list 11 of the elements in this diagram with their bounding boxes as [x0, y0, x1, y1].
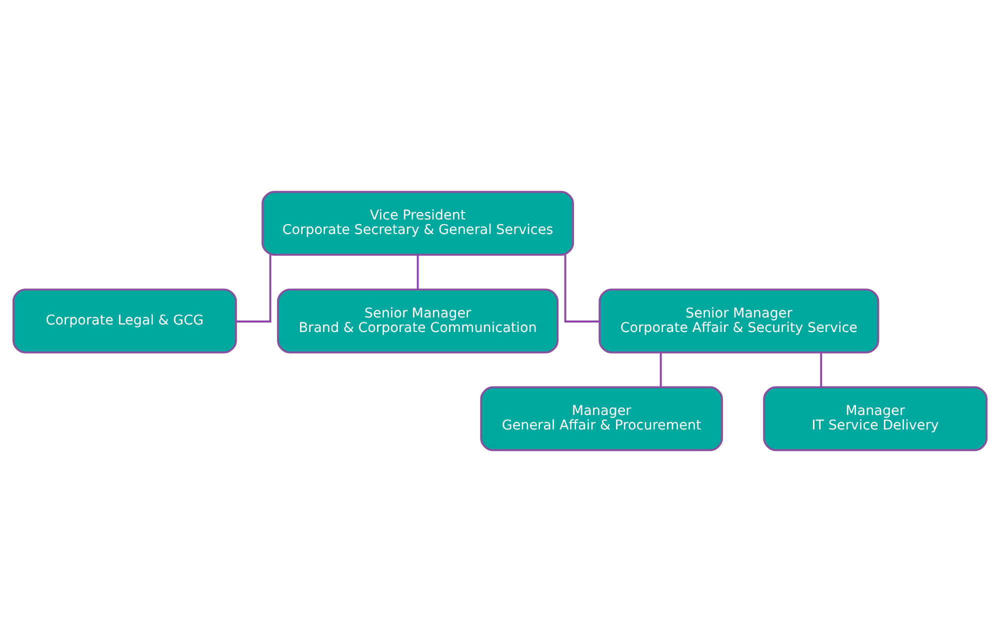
- node-box: Vice President Corporate Secretary & General Services: [262, 190, 574, 256]
- node-box: Senior Manager Brand & Corporate Communication: [277, 288, 559, 353]
- connector: [660, 352, 662, 386]
- connector: [236, 254, 272, 322]
- connector: [416, 254, 419, 289]
- connector: [564, 254, 600, 322]
- node-box: Senior Manager Corporate Affair & Security Service: [598, 288, 880, 353]
- node-box: Corporate Legal & GCG: [12, 288, 237, 353]
- node-box: Manager IT Service Delivery: [763, 386, 988, 451]
- connector: [820, 352, 822, 386]
- node-box: Manager General Affair & Procurement: [480, 386, 723, 451]
